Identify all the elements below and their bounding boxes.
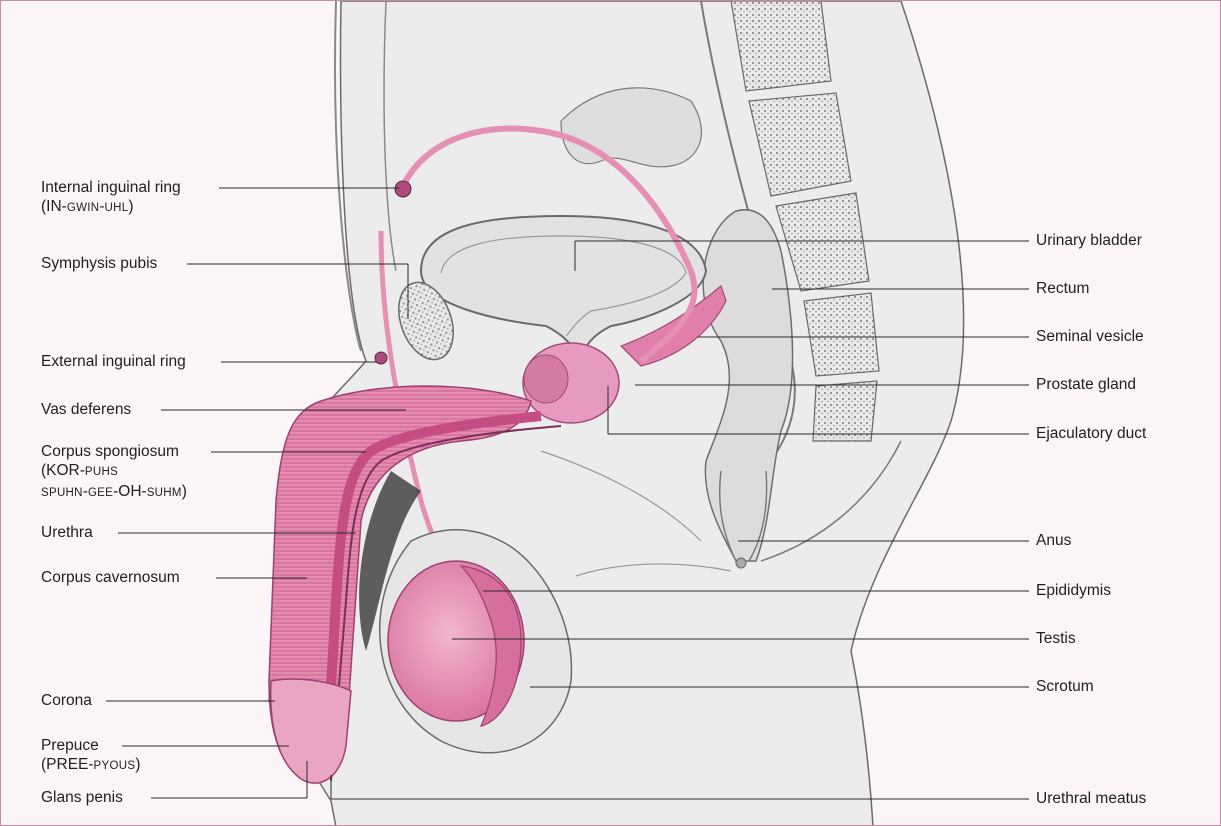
pron-segment: UHL	[105, 202, 129, 214]
internal-ring-marker	[395, 181, 411, 197]
label-external-inguinal-ring: External inguinal ring	[41, 352, 186, 371]
label-glans-penis: Glans penis	[41, 788, 123, 807]
label-rectum: Rectum	[1036, 279, 1089, 298]
label-testis: Testis	[1036, 629, 1076, 648]
label-prostate-gland: Prostate gland	[1036, 375, 1136, 394]
label-prepuce: Prepuce (PREE-PYOUS)	[41, 736, 140, 776]
pron-segment: (KOR-	[41, 462, 85, 479]
pron-segment: )	[135, 756, 140, 773]
label-vas-deferens: Vas deferens	[41, 400, 131, 419]
pron-segment: (PREE-	[41, 756, 94, 773]
label-corpus-cavernosum: Corpus cavernosum	[41, 568, 180, 587]
label-anus: Anus	[1036, 531, 1071, 550]
label-urinary-bladder: Urinary bladder	[1036, 231, 1142, 250]
pron-segment: )	[182, 483, 187, 500]
glans-shape	[271, 679, 351, 783]
pron-corpus-spongiosum-1: (KOR-PUHS	[41, 461, 187, 482]
label-symphysis-pubis: Symphysis pubis	[41, 254, 157, 273]
label-ejaculatory-duct: Ejaculatory duct	[1036, 424, 1146, 443]
label-seminal-vesicle: Seminal vesicle	[1036, 327, 1144, 346]
label-corpus-spongiosum: Corpus spongiosum (KOR-PUHS SPUHN-GEE-OH…	[41, 442, 187, 503]
pron-internal-inguinal-ring: (IN-GWIN-UHL)	[41, 197, 181, 218]
pron-segment: )	[128, 198, 133, 215]
pron-segment: PUHS	[85, 466, 118, 478]
pron-segment: PYOUS	[94, 760, 136, 772]
pron-segment: SUHM	[147, 487, 182, 499]
label-urethral-meatus: Urethral meatus	[1036, 789, 1146, 808]
pron-corpus-spongiosum-2: SPUHN-GEE-OH-SUHM)	[41, 482, 187, 503]
label-epididymis: Epididymis	[1036, 581, 1111, 600]
pron-prepuce: (PREE-PYOUS)	[41, 755, 140, 776]
label-corona: Corona	[41, 691, 92, 710]
pron-segment: (IN-	[41, 198, 67, 215]
label-urethra: Urethra	[41, 523, 93, 542]
label-scrotum: Scrotum	[1036, 677, 1094, 696]
pron-segment: -OH-	[113, 483, 147, 500]
pron-segment: GEE	[88, 487, 113, 499]
label-internal-inguinal-ring: Internal inguinal ring (IN-GWIN-UHL)	[41, 178, 181, 218]
pron-segment: GWIN	[67, 202, 100, 214]
pron-segment: SPUHN	[41, 487, 83, 499]
